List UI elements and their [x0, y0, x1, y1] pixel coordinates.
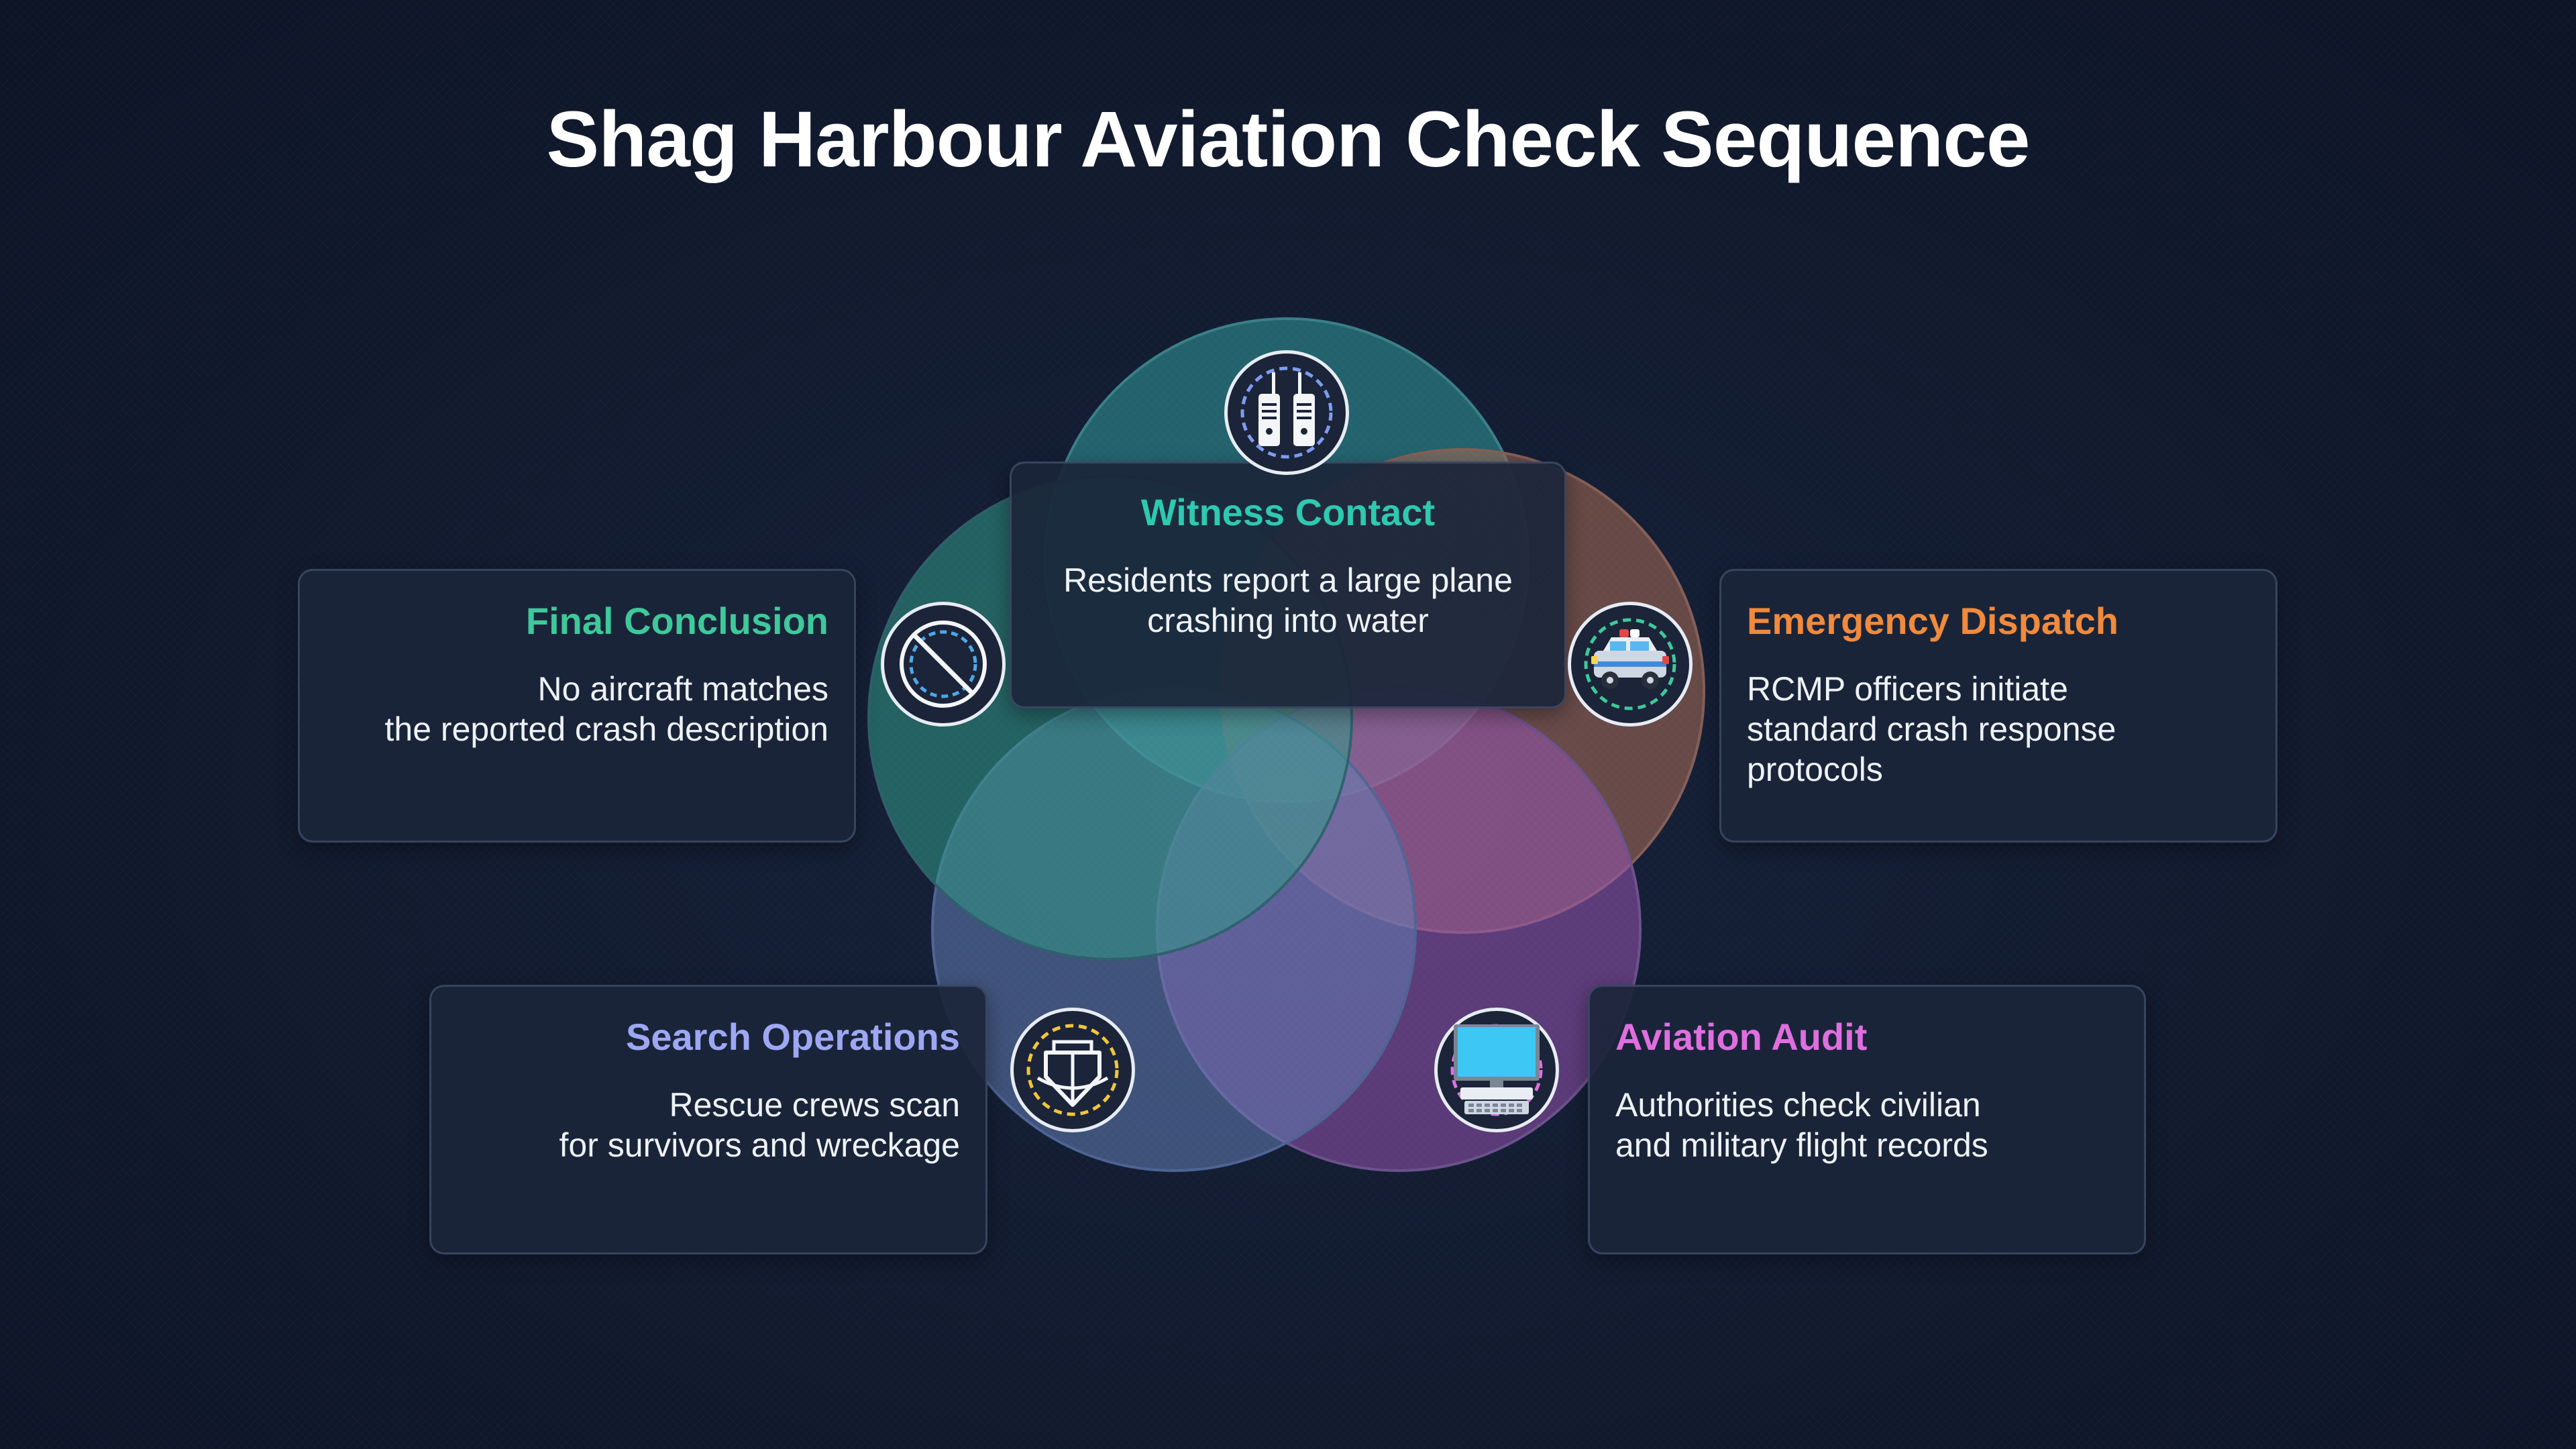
- step-text-conclusion: No aircraft matches the reported crash d…: [384, 669, 828, 748]
- step-card-witness: Witness Contact Residents report a large…: [1010, 462, 1566, 708]
- step-card-audit: Aviation Audit Authorities check civilia…: [1588, 985, 2146, 1254]
- step-text-audit: Authorities check civilian and military …: [1615, 1085, 1988, 1164]
- police-car-icon: [1568, 602, 1693, 727]
- step-card-search: Search Operations Rescue crews scan for …: [429, 985, 987, 1254]
- boat-icon: [1010, 1008, 1135, 1132]
- step-text-dispatch: RCMP officers initiate standard crash re…: [1747, 669, 2116, 788]
- walkie-talkie-icon: [1224, 350, 1349, 475]
- computer-terminal-icon: [1434, 1008, 1559, 1132]
- step-heading-witness: Witness Contact: [1140, 491, 1436, 533]
- step-card-dispatch: Emergency Dispatch RCMP officers initiat…: [1719, 569, 2277, 843]
- page-title: Shag Harbour Aviation Check Sequence: [546, 95, 2031, 184]
- step-text-search: Rescue crews scan for survivors and wrec…: [559, 1085, 960, 1164]
- step-card-conclusion: Final Conclusion No aircraft matches the…: [298, 569, 856, 843]
- step-heading-conclusion: Final Conclusion: [525, 600, 828, 642]
- step-heading-audit: Aviation Audit: [1615, 1016, 1868, 1058]
- step-heading-dispatch: Emergency Dispatch: [1747, 600, 2118, 642]
- step-heading-search: Search Operations: [626, 1016, 960, 1058]
- prohibited-icon: [881, 602, 1006, 727]
- step-text-witness: Residents report a large plane crashing …: [1063, 561, 1513, 639]
